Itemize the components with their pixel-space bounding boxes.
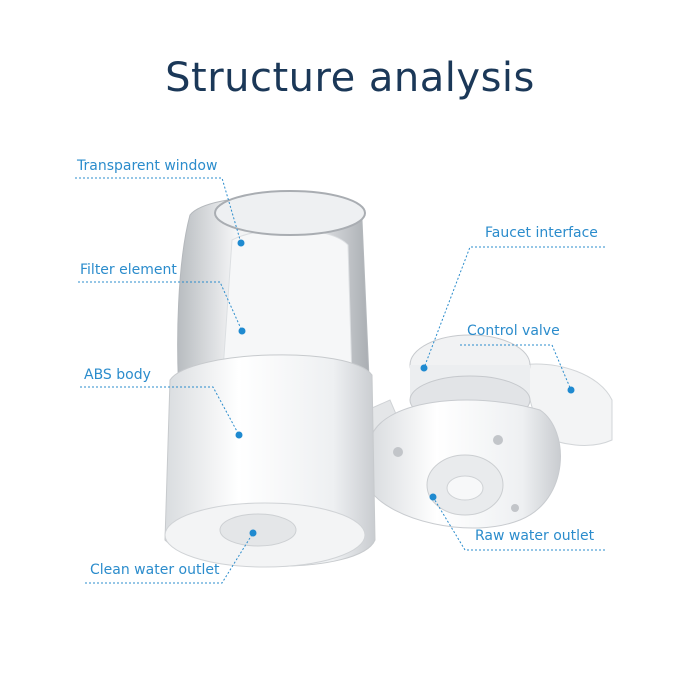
label-abs-body: ABS body: [84, 367, 151, 383]
filter-cartridge: [164, 190, 376, 568]
callout-dots: [235, 239, 575, 537]
label-clean-water-outlet: Clean water outlet: [90, 562, 220, 578]
label-control-valve: Control valve: [467, 323, 560, 339]
label-transparent-window: Transparent window: [77, 158, 218, 174]
label-filter-element: Filter element: [80, 262, 177, 278]
label-faucet-interface: Faucet interface: [485, 225, 598, 241]
page-title: Structure analysis: [165, 55, 535, 101]
leader-lines: [75, 177, 605, 584]
valve-assembly: [344, 334, 613, 529]
label-raw-water-outlet: Raw water outlet: [475, 528, 595, 544]
